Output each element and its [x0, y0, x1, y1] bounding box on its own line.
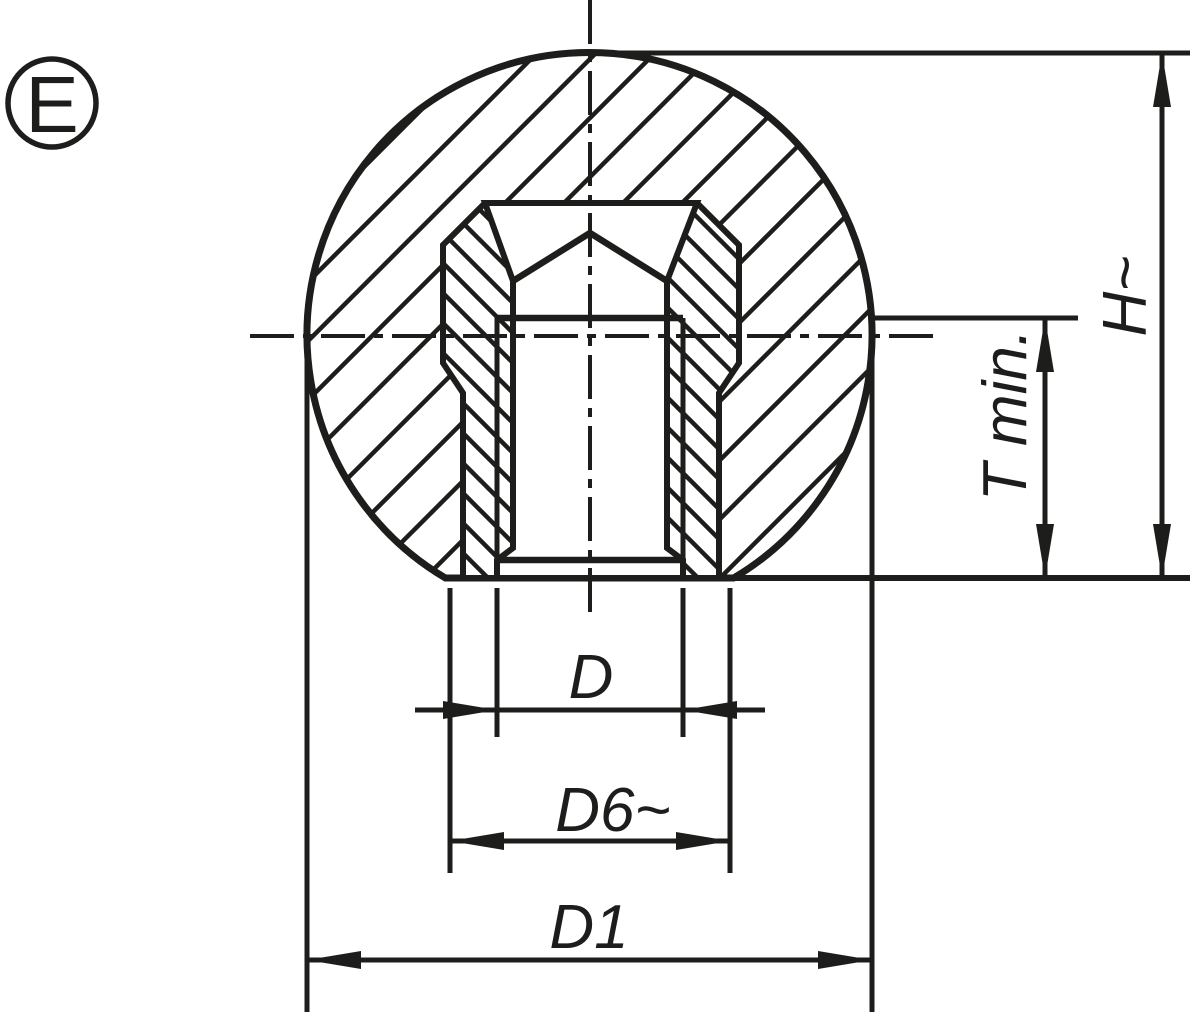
dimension-d1: D1: [307, 893, 872, 969]
arrowhead-d-left: [443, 701, 497, 719]
dimension-label-d6: D6~: [555, 776, 670, 845]
dimension-label-d: D: [569, 643, 614, 712]
dimension-d: D: [415, 643, 765, 719]
arrowhead-d-right: [683, 701, 737, 719]
dimension-t-min: T min.: [971, 318, 1054, 578]
dimension-label-d1: D1: [549, 893, 628, 962]
arrowhead-t-bottom: [1036, 524, 1054, 578]
arrowhead-t-top: [1036, 318, 1054, 372]
arrowhead-h-top: [1153, 53, 1171, 107]
view-label-text: E: [25, 60, 78, 149]
arrowhead-d6-left: [450, 832, 504, 850]
dimension-label-t-min: T min.: [971, 329, 1040, 501]
dimension-d6: D6~: [450, 776, 730, 850]
dimension-label-h: H~: [1091, 256, 1160, 337]
extension-lines: [304, 344, 875, 1012]
dimension-h: H~: [1091, 53, 1171, 578]
arrowhead-h-bottom: [1153, 524, 1171, 578]
arrowhead-d6-right: [676, 832, 730, 850]
centerlines: [250, 0, 935, 613]
view-label-circle: [5, 56, 99, 150]
arrowhead-d1-right: [818, 951, 872, 969]
view-label-badge: E: [5, 56, 99, 150]
arrowhead-d1-left: [307, 951, 361, 969]
